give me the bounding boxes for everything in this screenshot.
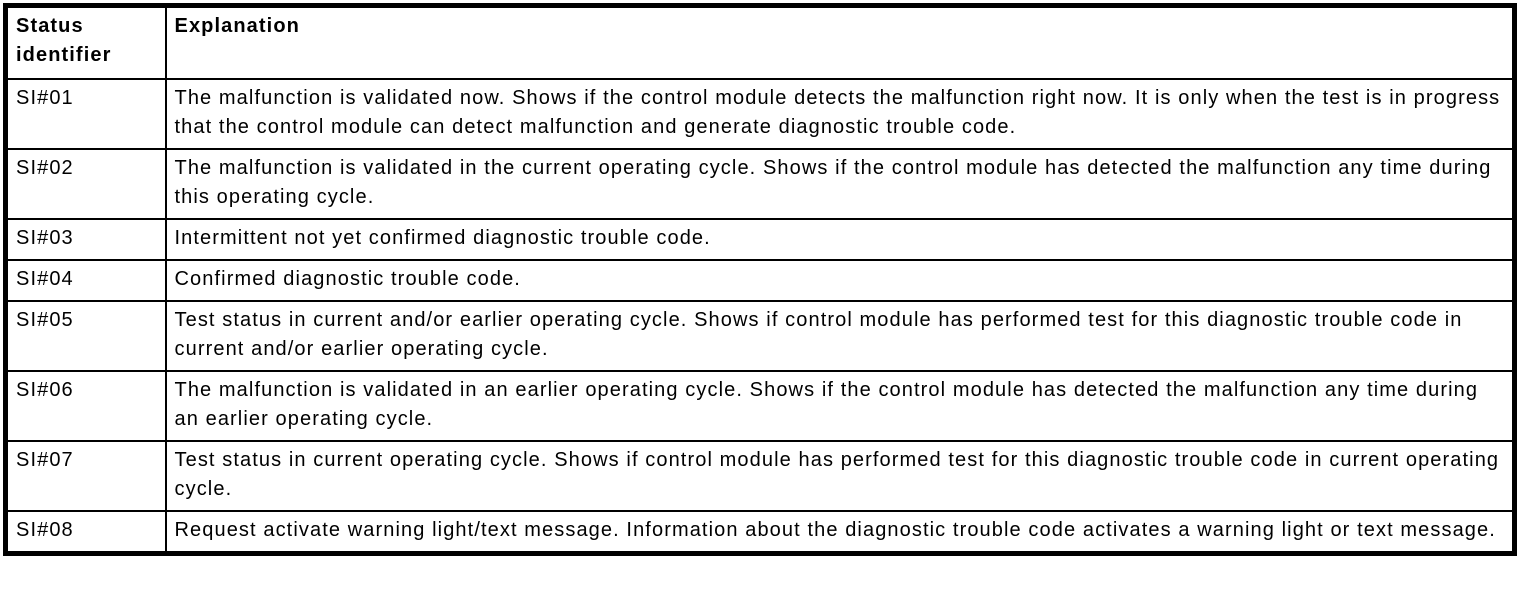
- status-identifier-cell: SI#07: [4, 439, 167, 512]
- table-row: SI#08 Request activate warning light/tex…: [4, 509, 1516, 554]
- column-header-status-identifier: Status identifier: [4, 4, 167, 80]
- explanation-cell: Request activate warning light/text mess…: [164, 509, 1516, 554]
- table-row: SI#05 Test status in current and/or earl…: [4, 299, 1516, 372]
- status-identifier-cell: SI#01: [4, 77, 167, 150]
- table-row: SI#04 Confirmed diagnostic trouble code.: [4, 258, 1516, 302]
- status-identifier-cell: SI#06: [4, 369, 167, 442]
- table-row: SI#03 Intermittent not yet confirmed dia…: [4, 217, 1516, 261]
- explanation-cell: Confirmed diagnostic trouble code.: [164, 258, 1516, 302]
- status-identifier-cell: SI#08: [4, 509, 167, 554]
- explanation-cell: Intermittent not yet confirmed diagnosti…: [164, 217, 1516, 261]
- status-identifier-cell: SI#03: [4, 217, 167, 261]
- status-identifier-cell: SI#05: [4, 299, 167, 372]
- explanation-cell: The malfunction is validated in an earli…: [164, 369, 1516, 442]
- explanation-cell: Test status in current operating cycle. …: [164, 439, 1516, 512]
- table-row: SI#01 The malfunction is validated now. …: [4, 77, 1516, 150]
- table-row: SI#02 The malfunction is validated in th…: [4, 147, 1516, 220]
- status-identifier-cell: SI#02: [4, 147, 167, 220]
- status-identifier-cell: SI#04: [4, 258, 167, 302]
- explanation-cell: The malfunction is validated now. Shows …: [164, 77, 1516, 150]
- status-identifier-table: Status identifier Explanation SI#01 The …: [3, 3, 1517, 556]
- column-header-explanation: Explanation: [164, 4, 1516, 80]
- table-row: SI#06 The malfunction is validated in an…: [4, 369, 1516, 442]
- header-row: Status identifier Explanation: [4, 4, 1516, 80]
- explanation-cell: The malfunction is validated in the curr…: [164, 147, 1516, 220]
- explanation-cell: Test status in current and/or earlier op…: [164, 299, 1516, 372]
- table-row: SI#07 Test status in current operating c…: [4, 439, 1516, 512]
